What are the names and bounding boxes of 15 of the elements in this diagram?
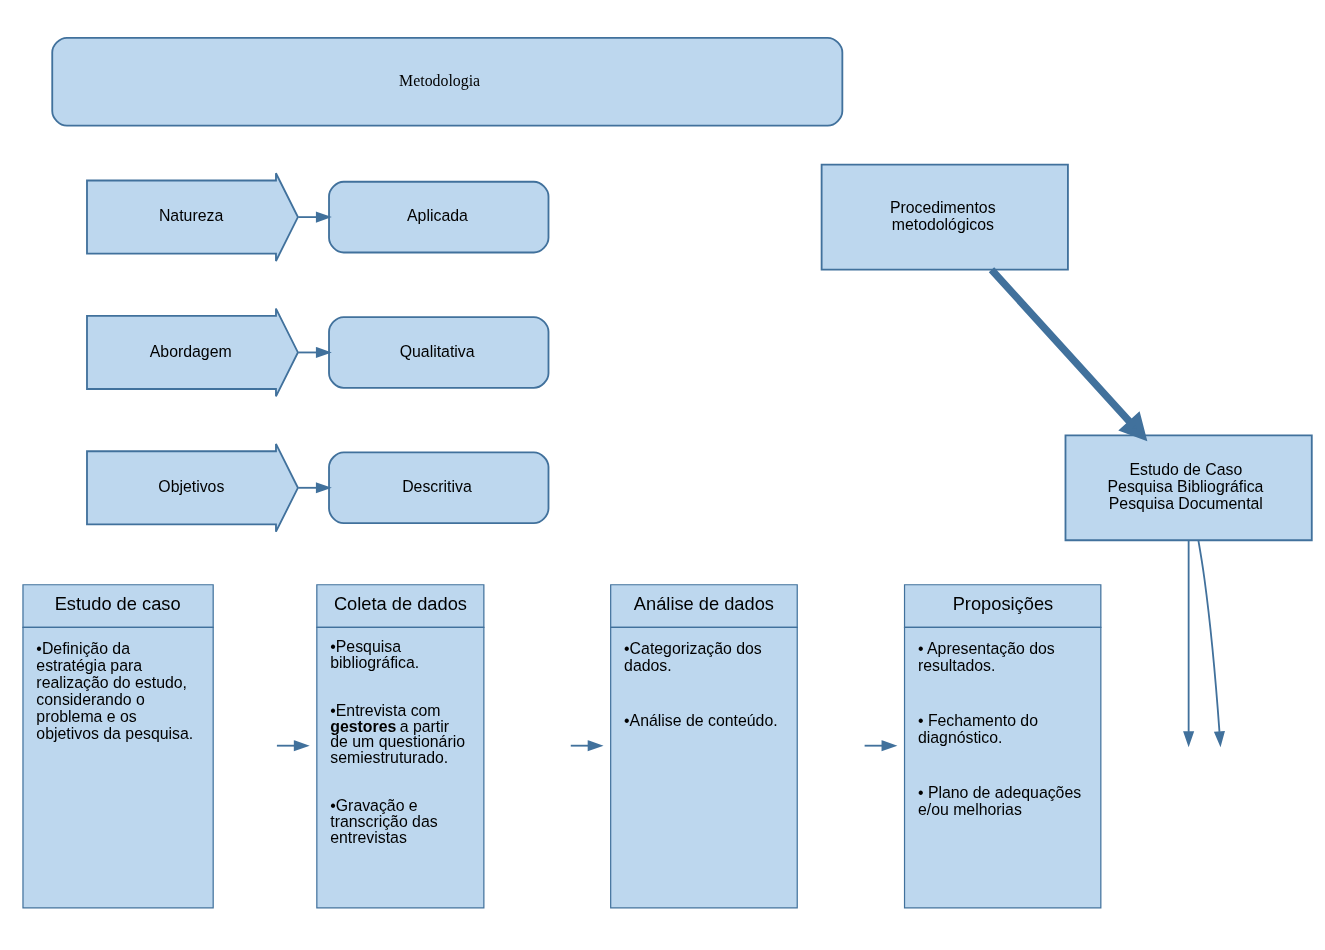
- arrow: [988, 267, 1148, 442]
- node-box: Aplicada: [328, 180, 550, 254]
- node-box: Procedimentos metodológicos: [820, 163, 1069, 271]
- node-box: Qualitativa: [328, 316, 550, 389]
- arrow: [297, 211, 332, 223]
- arrow: [297, 482, 332, 494]
- arrow: [569, 740, 604, 752]
- node-box: Estudo de Caso Pesquisa Bibliográfica Pesquisa Documental: [1064, 434, 1313, 542]
- node-box: Metodologia: [51, 36, 844, 127]
- arrow: [1183, 539, 1195, 748]
- arrow: [276, 740, 310, 752]
- arrow: [863, 740, 898, 752]
- arrow: [1197, 539, 1225, 748]
- arrow: [297, 346, 332, 359]
- node-box: Descritiva: [328, 451, 550, 525]
